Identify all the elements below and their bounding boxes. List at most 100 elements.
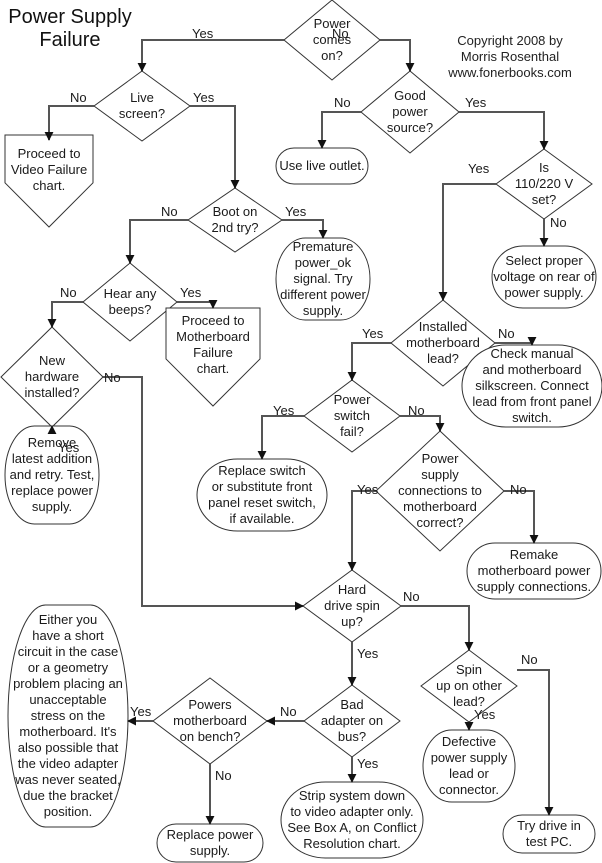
node-text-line: Failure <box>193 344 233 360</box>
node-text-line: unacceptable <box>29 692 107 707</box>
node-text-line: on? <box>321 48 343 63</box>
node-text-line: power supply. <box>504 285 584 300</box>
node-text-line: different power <box>280 287 366 302</box>
node-text-line: fail? <box>340 424 364 439</box>
decision-diamond-boot-2nd-try <box>187 187 283 253</box>
connector-ps-connections-to-hard-drive-spin <box>347 490 376 571</box>
node-text-line: switch. <box>512 410 552 425</box>
node-text-line: Hard <box>337 582 367 597</box>
node-text-line: Proceed to <box>181 312 245 328</box>
node-text-line: Premature <box>292 239 354 254</box>
decision-diamond-hear-beeps <box>82 262 178 342</box>
connector-good-power-source-to-voltage-set <box>459 111 549 150</box>
edge-label-yes: Yes <box>465 95 487 110</box>
copyright-line: Copyright 2008 by <box>457 33 563 48</box>
node-text-line: supply <box>421 467 459 482</box>
edge-label-no: No <box>161 204 178 219</box>
node-text-line: Motherboard <box>176 328 250 344</box>
edge-label-no: No <box>521 652 538 667</box>
node-text-line: lead? <box>453 694 485 709</box>
node-text-line: power_ok <box>294 255 352 270</box>
node-text-line: and motherboard <box>482 362 582 377</box>
connector-spin-other-lead-to-try-drive <box>517 669 554 816</box>
offpage-connector-video-failure <box>4 134 94 228</box>
connector-boot-2nd-try-to-hear-beeps <box>125 219 188 264</box>
node-text-line: Replace power <box>166 827 254 842</box>
node-text-line: panel reset switch, <box>208 495 316 510</box>
node-text-line: supply. <box>189 843 231 858</box>
edge-label-yes: Yes <box>285 204 307 219</box>
node-text-line: Either you <box>38 612 98 627</box>
node-text-line: 2nd try? <box>211 220 259 235</box>
node-text-line: due the bracket <box>23 788 113 803</box>
node-text-line: Replace switch <box>218 463 306 478</box>
edge-label-no: No <box>70 90 87 105</box>
author-line: Morris Rosenthal <box>460 49 560 64</box>
node-text-line: Remake <box>509 547 559 562</box>
node-text-line: Bad <box>340 697 364 712</box>
node-text-line: drive spin <box>324 598 380 613</box>
node-text-line: silkscreen. Connect <box>475 378 589 393</box>
node-text-line: lead or <box>449 766 489 781</box>
website-link[interactable]: www.fonerbooks.com <box>448 65 572 80</box>
node-text-line: Try drive in <box>517 818 581 833</box>
node-text-line: Strip system down <box>298 788 406 803</box>
decision-diamond-ps-connections <box>375 430 505 552</box>
decision-diamond-power-switch-fail <box>303 379 401 453</box>
node-text-line: and retry. Test, <box>9 467 95 482</box>
decision-diamond-power-comes-on <box>283 0 381 81</box>
node-text-line: Proceed to <box>17 145 81 161</box>
node-text-line: up on other <box>436 678 502 693</box>
node-text-line: New <box>38 353 65 368</box>
connector-hear-beeps-to-new-hardware <box>47 301 83 328</box>
node-text-line: chart. <box>196 360 230 376</box>
node-text-line: or substitute front <box>211 479 313 494</box>
edge-label-no: No <box>550 215 567 230</box>
node-text-line: Remove <box>27 435 77 450</box>
edge-label-yes: Yes <box>180 285 202 300</box>
connector-power-comes-on-to-good-power-source <box>380 39 415 72</box>
node-text-line: circuit in the case <box>17 644 119 659</box>
node-text-line: source? <box>386 120 434 135</box>
node-text-line: installed? <box>24 385 80 400</box>
chart-title-line-2: Failure <box>39 29 101 51</box>
node-text-line: Spin <box>455 662 483 677</box>
connector-good-power-source-to-use-live-outlet <box>317 111 361 149</box>
edge-label-yes: Yes <box>193 90 215 105</box>
node-use-live-outlet: Use live outlet. <box>276 148 368 184</box>
edge-label-yes: Yes <box>273 403 295 418</box>
node-text-line: set? <box>531 192 557 207</box>
node-text-line: power <box>392 104 428 119</box>
edge-label-yes: Yes <box>192 26 214 41</box>
node-text-line: motherboard power <box>477 563 591 578</box>
node-text-line: beeps? <box>108 302 152 317</box>
offpage-connector-motherboard-failure <box>165 307 261 407</box>
node-text-line: Power <box>333 392 371 407</box>
node-text-line: See Box A, on Conflict <box>287 820 417 835</box>
edge-label-yes: Yes <box>357 482 379 497</box>
node-text-line: supply. <box>302 303 344 318</box>
connector-hear-beeps-to-motherboard-failure <box>177 299 218 309</box>
connector-installed-mb-lead-to-power-switch-fail <box>347 342 391 381</box>
edge-label-yes: Yes <box>58 440 80 455</box>
connector-new-hardware-to-hard-drive-spin <box>103 376 304 611</box>
edge-label-no: No <box>104 370 121 385</box>
edge-label-no: No <box>332 26 349 41</box>
node-text-line: on bench? <box>179 729 241 744</box>
node-text-line: comes <box>312 32 352 47</box>
